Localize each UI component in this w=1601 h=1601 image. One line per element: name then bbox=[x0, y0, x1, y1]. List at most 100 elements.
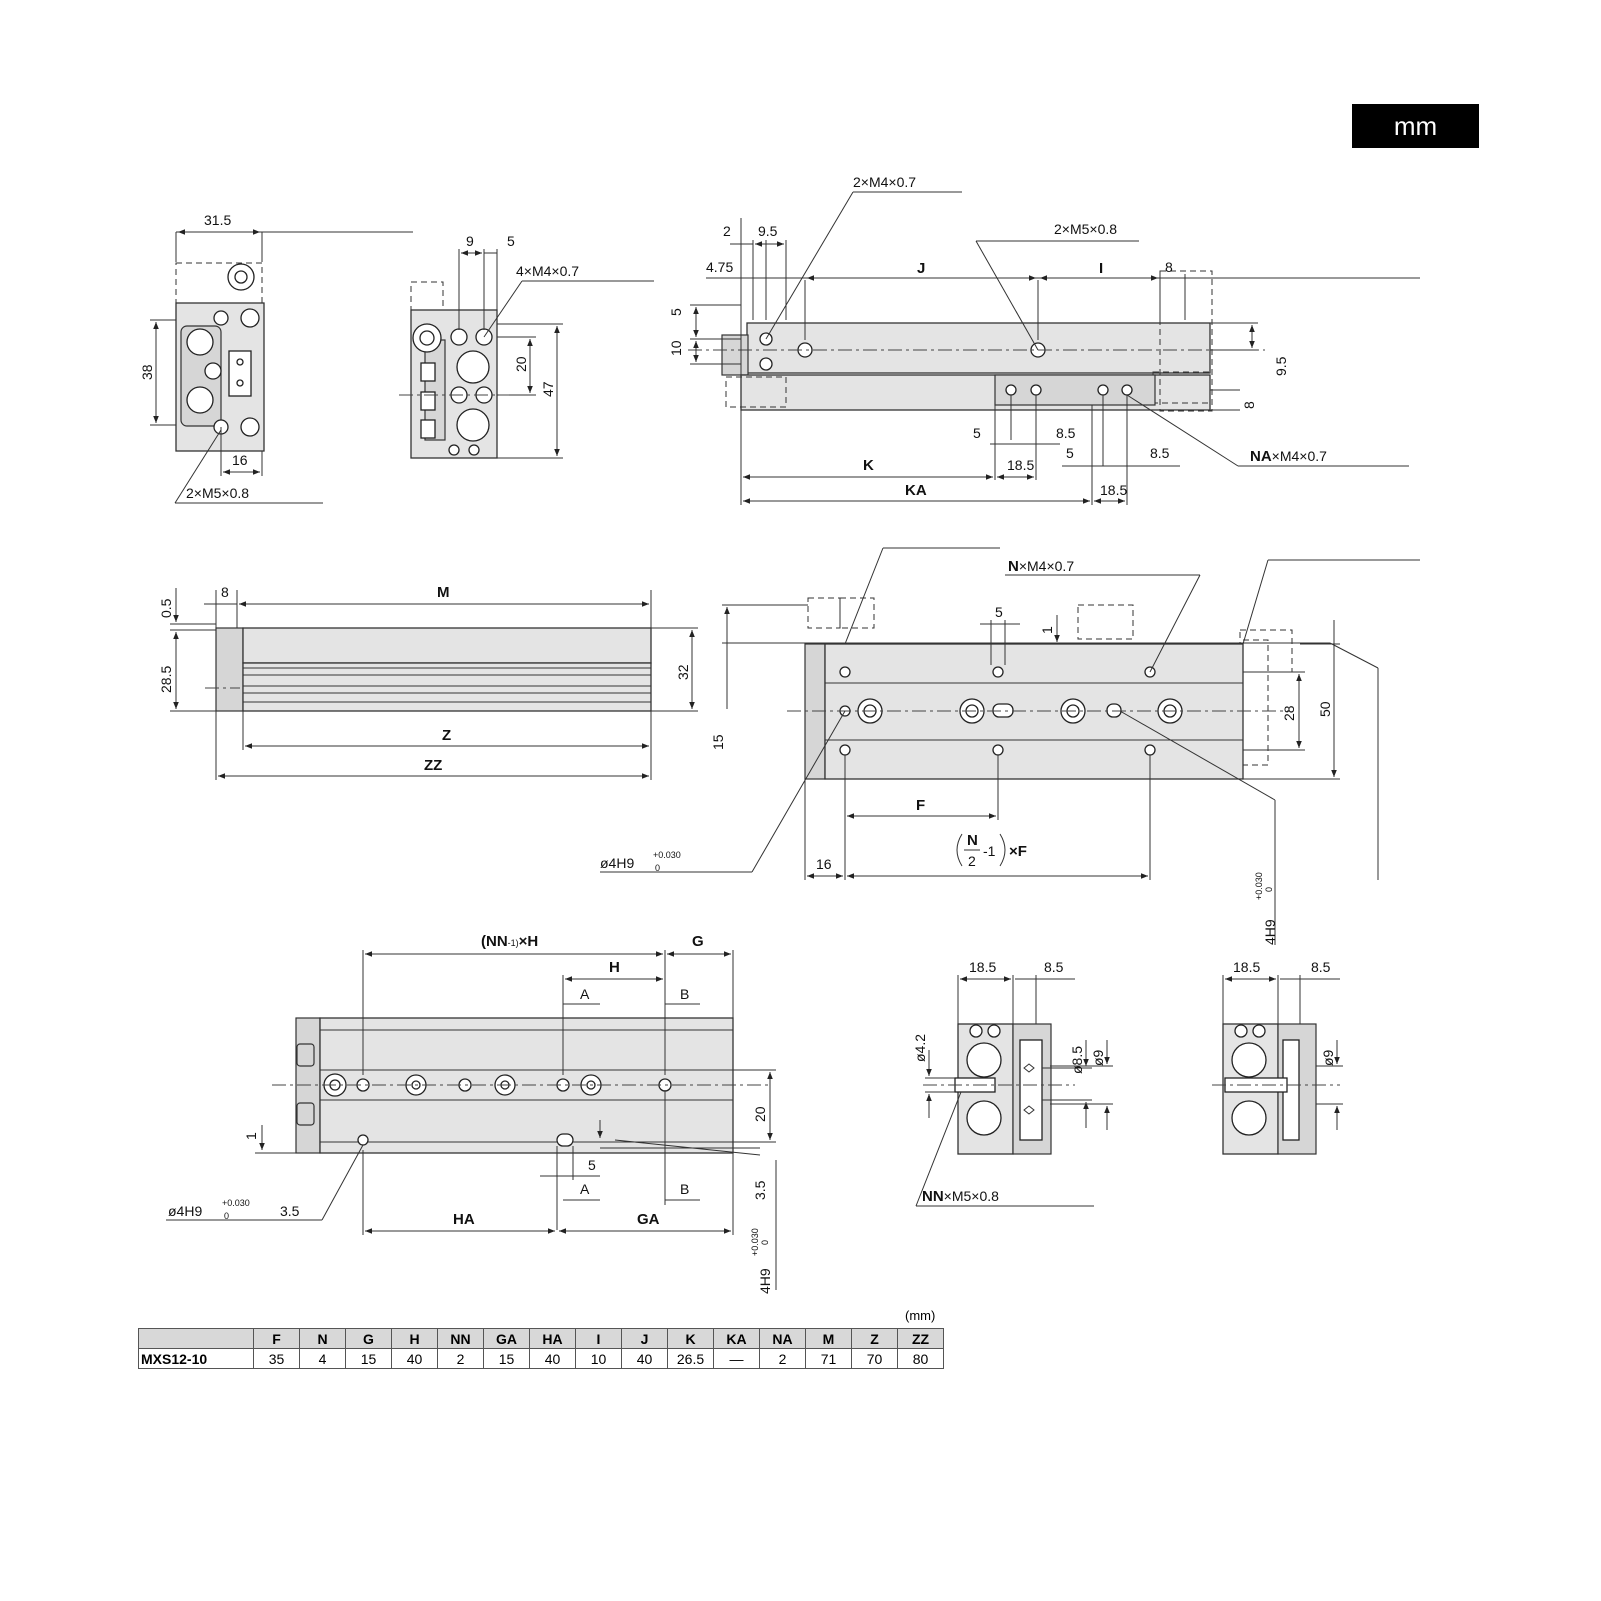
top-view-9-5-right: 9.5 bbox=[1273, 356, 1289, 376]
plan-view-pin-left-tol-top: +0.030 bbox=[653, 850, 681, 860]
plan-view-pin-left-tol-bot: 0 bbox=[655, 863, 660, 873]
spec-table-corner bbox=[138, 1328, 254, 1349]
top-view-8-5-b: 8.5 bbox=[1150, 445, 1170, 461]
cell-G: 15 bbox=[345, 1348, 392, 1369]
top-view-5-a: 5 bbox=[973, 425, 981, 441]
bottom-view-5: 5 bbox=[588, 1157, 596, 1173]
cell-I: 10 bbox=[575, 1348, 622, 1369]
plan-view-frac-x: ×F bbox=[1009, 843, 1027, 860]
top-view-KA: KA bbox=[905, 482, 927, 499]
top-view-10-v: 10 bbox=[668, 340, 684, 356]
cell-KA: — bbox=[713, 1348, 760, 1369]
bottom-view-HA: HA bbox=[453, 1211, 475, 1228]
col-NA: NA bbox=[759, 1328, 806, 1349]
col-F: F bbox=[253, 1328, 300, 1349]
col-I: I bbox=[575, 1328, 622, 1349]
col-H: H bbox=[391, 1328, 438, 1349]
top-view-callout-m5: 2×M5×0.8 bbox=[1054, 221, 1117, 237]
plan-view-frac-d: 2 bbox=[968, 853, 976, 869]
section-b-8-5: 8.5 bbox=[1311, 959, 1331, 975]
bottom-view-3-5-left: 3.5 bbox=[280, 1203, 300, 1219]
cell-N: 4 bbox=[299, 1348, 346, 1369]
top-view-K: K bbox=[863, 457, 874, 474]
front-view-0-5: 0.5 bbox=[158, 598, 174, 618]
side-view-thread-callout: 4×M4×0.7 bbox=[516, 263, 579, 279]
bottom-view-pin-vertical-tol: +0.030 bbox=[750, 1228, 760, 1256]
bottom-view-pin-left: ø4H9 bbox=[168, 1203, 202, 1219]
col-NN: NN bbox=[437, 1328, 484, 1349]
bottom-view-A2: A bbox=[580, 1181, 590, 1197]
plan-view-5: 5 bbox=[995, 604, 1003, 620]
bottom-view-G: G bbox=[692, 933, 704, 950]
cell-F: 35 bbox=[253, 1348, 300, 1369]
cell-K: 26.5 bbox=[667, 1348, 714, 1369]
col-M: M bbox=[805, 1328, 852, 1349]
front-view: 8 M 0.5 28.5 32 Z ZZ bbox=[158, 584, 698, 780]
section-a-8-5v: ø8.5 bbox=[1069, 1046, 1085, 1074]
end-view-port-callout: 2×M5×0.8 bbox=[186, 485, 249, 501]
top-view-9-5: 9.5 bbox=[758, 223, 778, 239]
top-view-8-right: 8 bbox=[1241, 401, 1257, 409]
front-view-Z: Z bbox=[442, 727, 451, 744]
cell-HA: 40 bbox=[529, 1348, 576, 1369]
bottom-view-pin-vertical-bot: 0 bbox=[760, 1240, 770, 1245]
front-view-28-5: 28.5 bbox=[158, 666, 174, 693]
front-view-8: 8 bbox=[221, 584, 229, 600]
table-row: MXS12-10 35 4 15 40 2 15 40 10 40 26.5 —… bbox=[138, 1348, 944, 1369]
side-view: 9 5 4×M4×0.7 20 47 bbox=[399, 233, 654, 459]
bottom-view-3-5: 3.5 bbox=[752, 1180, 768, 1200]
plan-view-1: 1 bbox=[1039, 626, 1055, 634]
cell-NA: 2 bbox=[759, 1348, 806, 1369]
plan-view-50: 50 bbox=[1317, 701, 1333, 717]
section-a: 18.5 8.5 ø4.2 ø8.5 ø9 NN×M5×0.8 bbox=[912, 959, 1113, 1207]
row-model: MXS12-10 bbox=[138, 1348, 254, 1369]
col-K: K bbox=[667, 1328, 714, 1349]
top-view-4-75: 4.75 bbox=[706, 259, 733, 275]
front-view-32: 32 bbox=[675, 664, 691, 680]
top-view-I: I bbox=[1099, 260, 1103, 277]
top-view-2: 2 bbox=[723, 223, 731, 239]
col-N: N bbox=[299, 1328, 346, 1349]
top-view-callout-na: NA×M4×0.7 bbox=[1250, 448, 1327, 465]
bottom-view-A: A bbox=[580, 986, 590, 1002]
section-b: 18.5 8.5 ø9 bbox=[1212, 959, 1343, 1155]
cell-GA: 15 bbox=[483, 1348, 530, 1369]
top-view-J: J bbox=[917, 260, 925, 277]
top-view-8: 8 bbox=[1165, 259, 1173, 275]
cell-J: 40 bbox=[621, 1348, 668, 1369]
col-ZZ: ZZ bbox=[897, 1328, 944, 1349]
cell-M: 71 bbox=[805, 1348, 852, 1369]
end-view-height: 38 bbox=[139, 364, 155, 380]
end-view-width: 31.5 bbox=[204, 212, 231, 228]
cell-ZZ: 80 bbox=[897, 1348, 944, 1369]
cell-NN: 2 bbox=[437, 1348, 484, 1369]
cell-H: 40 bbox=[391, 1348, 438, 1369]
plan-view-pin-right-bot: 0 bbox=[1264, 887, 1274, 892]
side-view-20: 20 bbox=[513, 356, 529, 372]
plan-view-callout-n: N×M4×0.7 bbox=[1008, 558, 1074, 575]
bottom-view: (NN-1)×H G H A B 20 1 5 A B 3.5 ø4H9 +0.… bbox=[166, 933, 777, 1294]
plan-view-15: 15 bbox=[710, 734, 726, 750]
bottom-view-B2: B bbox=[680, 1181, 689, 1197]
col-GA: GA bbox=[483, 1328, 530, 1349]
top-view-callout-m4: 2×M4×0.7 bbox=[853, 174, 916, 190]
bottom-view-pin-vertical: 4H9 bbox=[757, 1268, 773, 1294]
top-view: 2 9.5 4.75 J I 8 2×M4×0.7 2×M5×0.8 5 10 … bbox=[668, 174, 1420, 505]
side-view-9: 9 bbox=[466, 233, 474, 249]
bottom-view-GA: GA bbox=[637, 1211, 660, 1228]
plan-view-frac-n: N bbox=[967, 832, 978, 849]
section-a-18-5: 18.5 bbox=[969, 959, 996, 975]
bottom-view-B: B bbox=[680, 986, 689, 1002]
section-a-callout-nn: NN×M5×0.8 bbox=[922, 1188, 999, 1205]
col-HA: HA bbox=[529, 1328, 576, 1349]
top-view-5-v: 5 bbox=[668, 308, 684, 316]
front-view-M: M bbox=[437, 584, 450, 601]
top-view-5-b: 5 bbox=[1066, 445, 1074, 461]
col-Z: Z bbox=[851, 1328, 898, 1349]
plan-view-16: 16 bbox=[816, 856, 832, 872]
col-KA: KA bbox=[713, 1328, 760, 1349]
section-b-9: ø9 bbox=[1320, 1049, 1336, 1066]
front-view-ZZ: ZZ bbox=[424, 757, 442, 774]
top-view-8-5-a: 8.5 bbox=[1056, 425, 1076, 441]
bottom-view-H: H bbox=[609, 959, 620, 976]
